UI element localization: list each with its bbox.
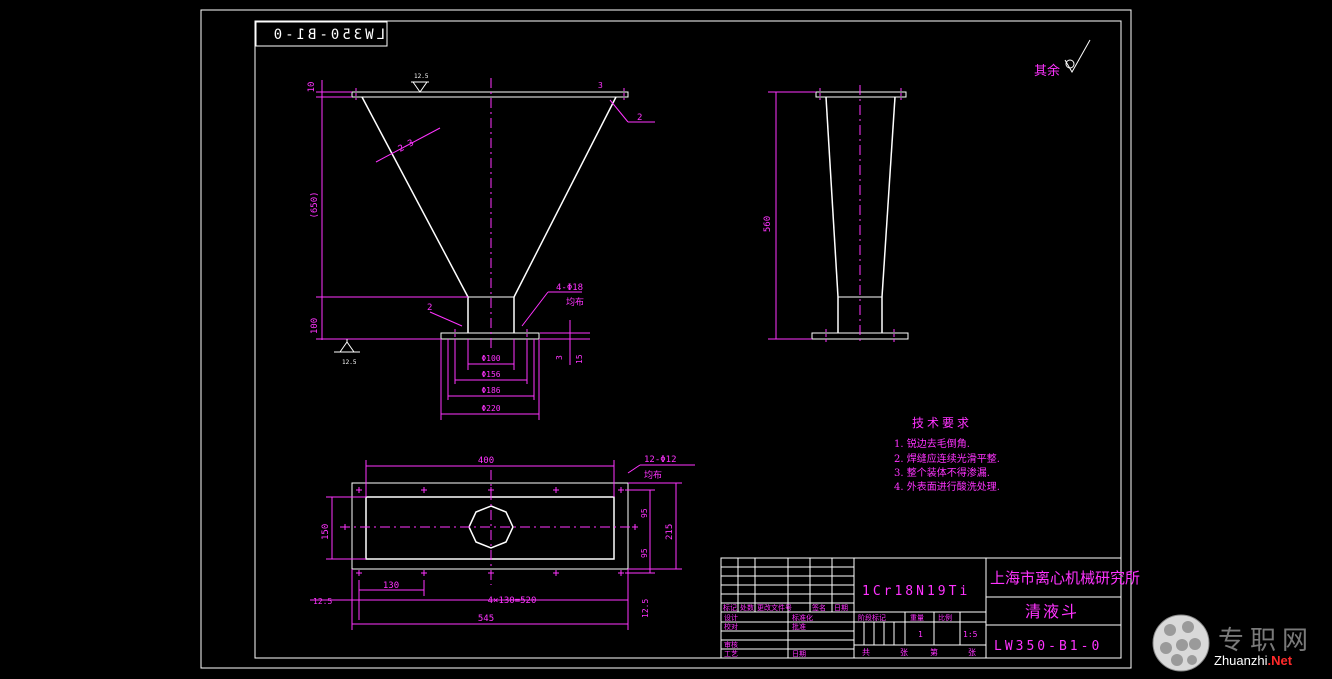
dim-top-thickness: 10 <box>307 82 317 93</box>
tb-stage: 阶段标记 <box>858 613 886 622</box>
plan-holes: 12-Φ12 <box>644 455 677 465</box>
tb-mark: 标记 <box>723 603 737 612</box>
watermark-ball-icon <box>1152 614 1210 672</box>
weld-left: 2 <box>427 303 432 313</box>
holes-front: 4-Φ18 <box>556 283 583 293</box>
tb-design: 设计 <box>724 613 738 622</box>
title-block <box>720 557 1122 659</box>
plan-view: 400 150 95 95 215 130 12.5 4×130=520 12.… <box>310 455 695 630</box>
tech-req-item-4: 4. 外表面进行酸洗处理. <box>894 480 1000 493</box>
side-dim-height: 560 <box>763 216 773 232</box>
plan-dim-545: 545 <box>478 614 494 624</box>
tb-approve: 批准 <box>792 622 806 631</box>
tb-sign: 签名 <box>812 603 826 612</box>
watermark-site-en-a: Zhuanzhi <box>1214 653 1268 668</box>
tb-quantity: 1 <box>918 630 923 639</box>
outer-border <box>200 9 1132 669</box>
tb-sheet-word2: 张 <box>968 648 976 657</box>
plan-dim-12-5-left: 12.5 <box>313 597 332 606</box>
tb-drawing-number: LW350-B1-0 <box>994 639 1102 654</box>
inner-border <box>254 20 1122 659</box>
tb-standard: 标准化 <box>792 613 813 622</box>
dia-100: Φ100 <box>481 354 500 363</box>
holes-front-note: 均布 <box>566 296 584 308</box>
plan-dim-130: 130 <box>383 581 399 591</box>
tech-req-item-1: 1. 锐边去毛倒角. <box>894 437 970 450</box>
plan-dim-95a: 95 <box>640 508 649 518</box>
drain-hole <box>468 505 514 549</box>
tech-req-item-2: 2. 焊缝应连续光滑平整. <box>894 452 1000 465</box>
tb-scale: 1:5 <box>963 630 978 639</box>
tb-check: 校对 <box>724 622 738 631</box>
tb-sheet-word: 张 <box>900 648 908 657</box>
mirrored-drawing-number: LW350-B1-0 <box>271 27 385 43</box>
watermark-site-en-b: .Net <box>1267 653 1293 668</box>
plan-holes-note: 均布 <box>644 469 662 481</box>
dim-funnel-height: (650) <box>310 191 320 218</box>
plan-dim-150: 150 <box>321 524 331 540</box>
tb-material: 1Cr18N19Ti <box>862 584 970 599</box>
wall-thickness-label: 2-3 <box>397 138 416 154</box>
plan-dim-95b: 95 <box>640 548 649 558</box>
tb-zone: 处数 <box>740 603 754 612</box>
tb-sheet-no: 第 <box>930 647 938 657</box>
side-view: 560 <box>763 85 909 345</box>
roughness-bottom-value: 12.5 <box>342 359 357 366</box>
dia-156: Φ156 <box>481 370 500 379</box>
bottom-flange <box>440 332 540 340</box>
tb-date: 日期 <box>834 604 848 612</box>
roughness-top-value: 12.5 <box>414 73 429 80</box>
roughness-symbol <box>1064 39 1091 74</box>
dim-flange-15: 15 <box>575 354 584 364</box>
tb-weight: 重量 <box>910 614 924 622</box>
plan-dim-pitch: 4×130=520 <box>488 596 537 606</box>
watermark-site-cn: 专职网 <box>1218 626 1315 656</box>
tb-doc: 更改文件号 <box>757 603 792 612</box>
flange-dim-3: 3 <box>598 81 603 90</box>
surface-finish-label: 其余 <box>1034 63 1060 79</box>
watermark-site-en: Zhuanzhi.Net <box>1214 653 1292 668</box>
front-view: 10 (650) 100 12.5 12.5 2-3 2 3 2 4-Φ18 均… <box>307 73 655 420</box>
tech-req-title: 技术要求 <box>912 416 972 430</box>
weld-top-right: 2 <box>637 113 642 123</box>
tb-part-name: 清液斗 <box>1025 602 1079 621</box>
plan-dim-12-5-right: 12.5 <box>641 599 650 618</box>
dia-186: Φ186 <box>481 386 500 395</box>
tb-craft: 工艺 <box>724 650 738 658</box>
mirrored-number-box <box>255 21 388 47</box>
plan-dim-400: 400 <box>478 456 494 466</box>
dim-pipe-height: 100 <box>310 318 320 334</box>
plan-dim-215: 215 <box>665 524 675 540</box>
dia-220: Φ220 <box>481 404 500 413</box>
tech-req-item-3: 3. 整个装体不得渗漏. <box>894 466 990 479</box>
tb-sheet-total: 共 <box>862 648 870 657</box>
top-flange <box>351 91 629 98</box>
tb-review: 审核 <box>724 640 738 649</box>
tb-date2: 日期 <box>792 650 806 658</box>
tb-ratio: 比例 <box>938 613 952 622</box>
dim-flange-3: 3 <box>555 355 564 360</box>
tb-institute: 上海市离心机械研究所 <box>990 569 1140 587</box>
